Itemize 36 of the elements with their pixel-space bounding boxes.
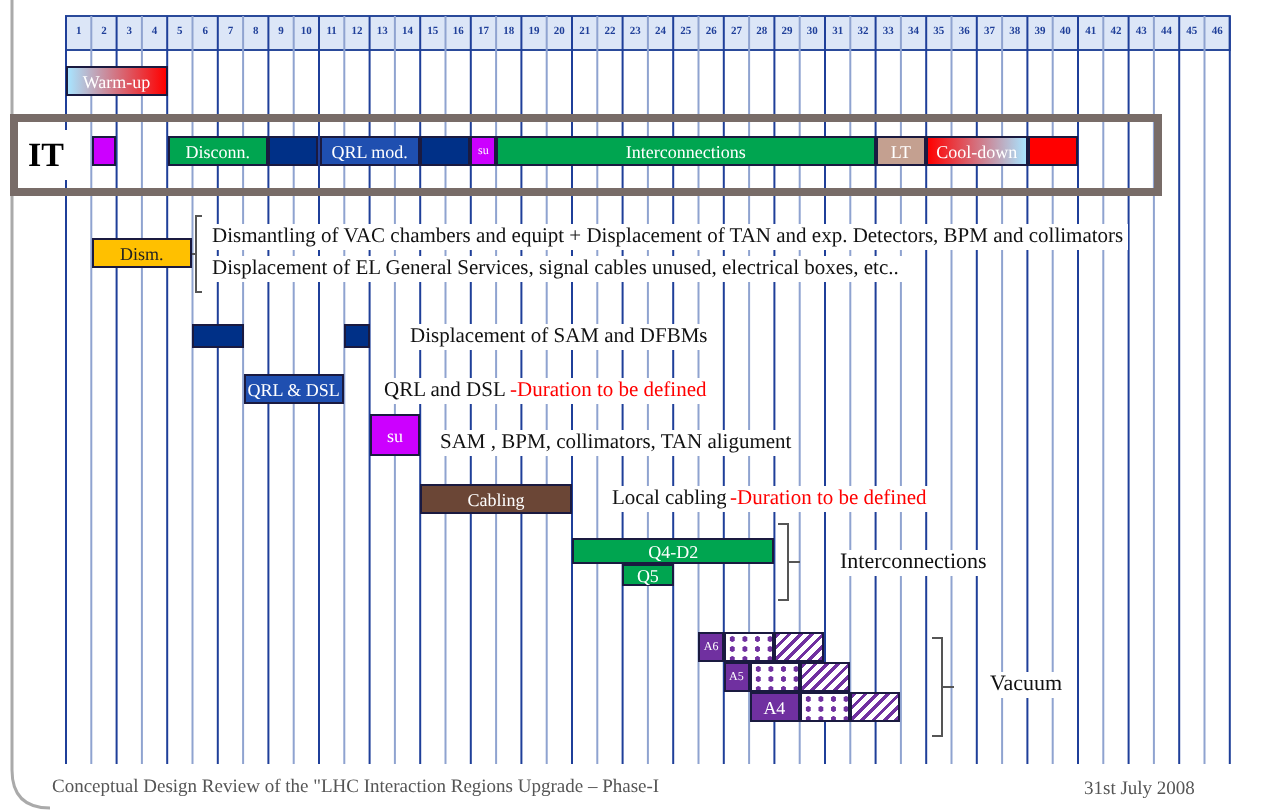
task-note: Displacement of EL General Services, signal cables unused, electrical boxes, etc.. [208, 255, 903, 281]
task-note: Local cabling [608, 485, 731, 511]
footer-caption: Conceptual Design Review of the "LHC Interaction Regions Upgrade – Phase-I [48, 776, 664, 802]
task-bar: QRL & DSL [243, 374, 345, 404]
task-note: Displacement of SAM and DFBMs [406, 323, 712, 349]
task-bar [420, 136, 471, 166]
task-bar [749, 662, 800, 692]
task-bar [799, 692, 851, 722]
task-bar: Q5 [622, 564, 674, 586]
task-bar [192, 324, 244, 348]
task-bar: Dism. [91, 238, 193, 268]
task-bar: QRL mod. [319, 136, 421, 166]
task-bar: su [369, 414, 421, 456]
task-bar: Q4-D2 [572, 538, 775, 564]
task-note: QRL and DSL [380, 377, 510, 403]
task-bar [1027, 136, 1078, 166]
task-note: SAM , BPM, collimators, TAN aligument [436, 429, 796, 455]
task-bar [850, 692, 901, 722]
task-bar [91, 136, 117, 166]
task-bar [774, 632, 825, 662]
task-note: Dismantling of VAC chambers and equipt + Displacement of TAN and exp. Detectors, BPM and collimators [208, 223, 1128, 249]
row-frame [10, 114, 1162, 196]
date-text: 31st July 2008 [1080, 777, 1199, 803]
group-label: Interconnections [836, 549, 991, 575]
task-bar: LT [875, 136, 927, 166]
group-label: Vacuum [986, 671, 1067, 697]
duration-note: -Duration to be defined [506, 377, 711, 403]
task-bar [723, 632, 775, 662]
task-bar [344, 324, 370, 348]
duration-note: -Duration to be defined [726, 485, 931, 511]
task-bar: Interconnections [496, 136, 876, 166]
task-bar [799, 662, 851, 692]
task-bar: Disconn. [167, 136, 269, 166]
task-bar: A4 [749, 692, 800, 722]
task-bar [268, 136, 319, 166]
task-bar: Cabling [420, 484, 572, 514]
